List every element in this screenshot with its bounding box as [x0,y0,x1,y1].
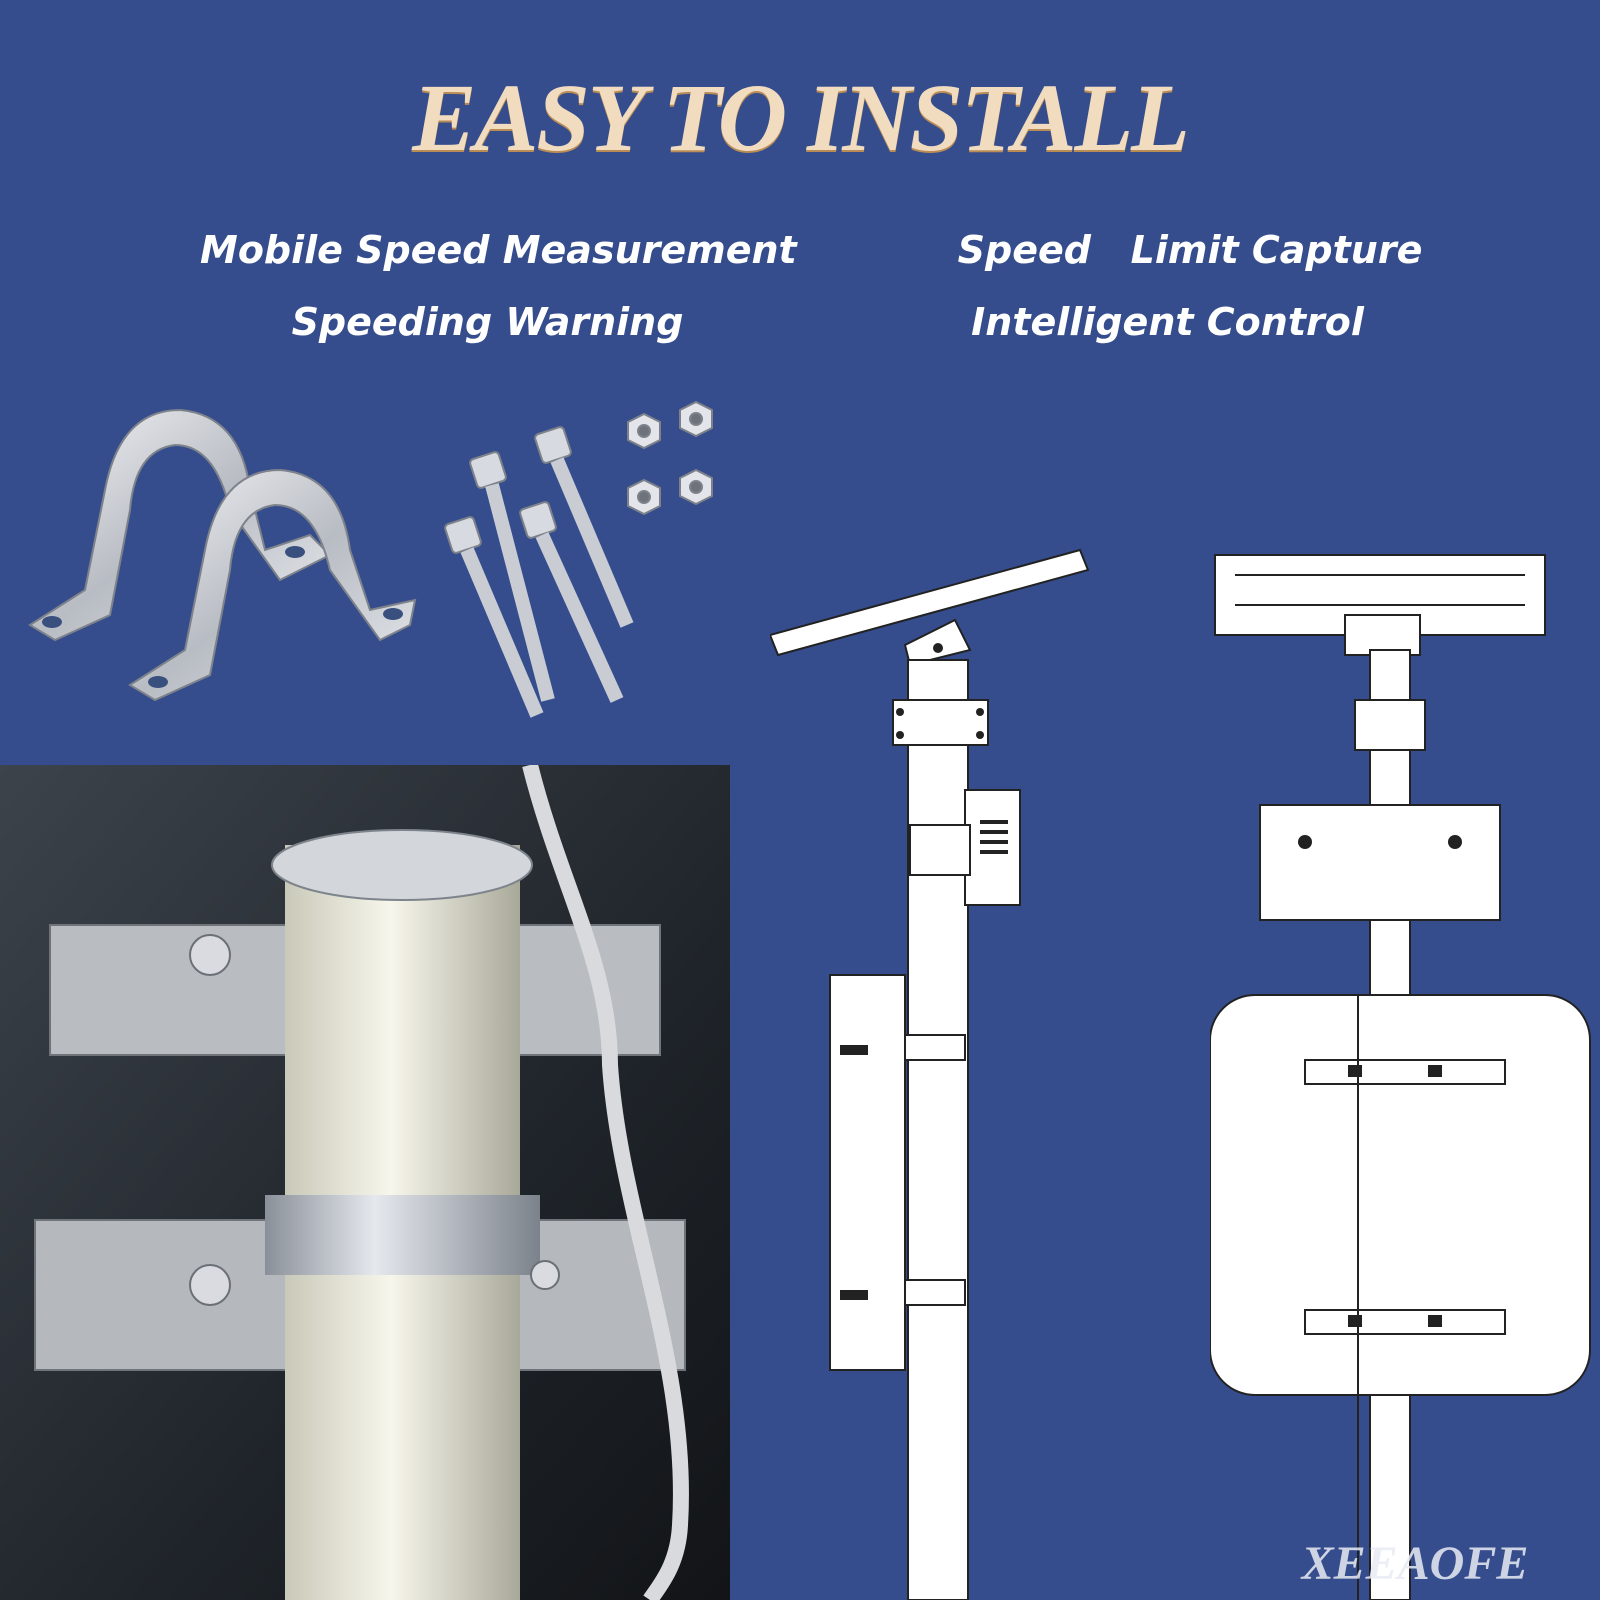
bolts-and-nuts-image [444,400,713,718]
front-view-diagram [1210,554,1591,1600]
feature-speeding-warning: Speeding Warning [291,300,684,344]
feature-mobile-speed: Mobile Speed Measurement [200,228,797,272]
feature-intelligent-control: Intelligent Control [971,300,1364,344]
side-view-diagram [770,548,1090,1600]
installation-photo [0,765,730,1600]
u-bracket-image [28,408,417,702]
page-title: EASY TO INSTALL [412,64,1190,171]
brand-watermark: XEEAOFE [1301,1537,1529,1590]
feature-speed-limit: Speed Limit Capture [957,228,1423,272]
